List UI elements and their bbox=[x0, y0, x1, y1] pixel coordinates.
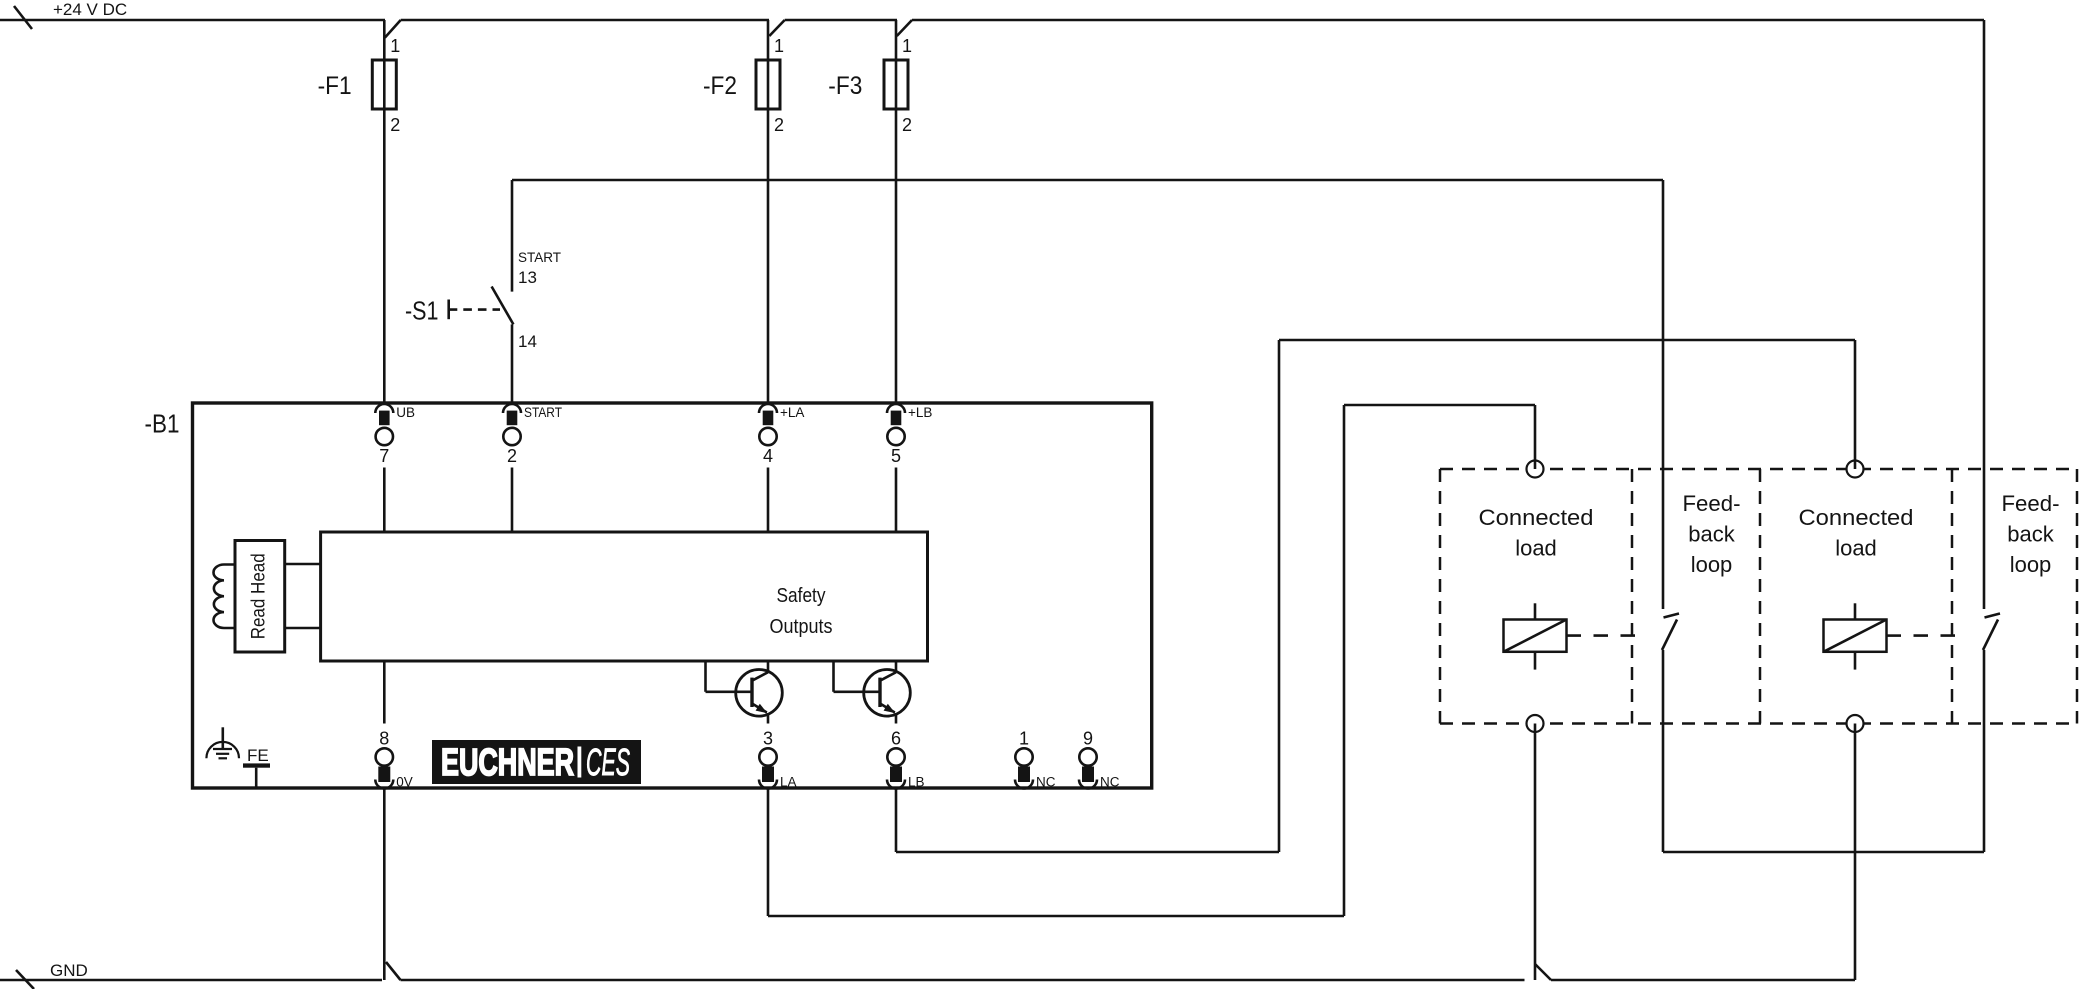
svg-text:8: 8 bbox=[379, 729, 389, 749]
svg-text:Feed-: Feed- bbox=[2002, 491, 2060, 516]
svg-text:GND: GND bbox=[50, 961, 88, 980]
svg-text:+LB: +LB bbox=[908, 405, 932, 420]
svg-text:START: START bbox=[524, 405, 562, 420]
svg-text:13: 13 bbox=[518, 268, 537, 287]
svg-text:7: 7 bbox=[379, 446, 389, 466]
svg-text:6: 6 bbox=[891, 729, 901, 749]
svg-text:1: 1 bbox=[774, 36, 784, 56]
svg-text:FE: FE bbox=[247, 746, 269, 765]
svg-text:1: 1 bbox=[1019, 729, 1029, 749]
svg-text:back: back bbox=[2007, 522, 2054, 547]
svg-text:-F1: -F1 bbox=[318, 72, 352, 100]
svg-text:1: 1 bbox=[390, 36, 400, 56]
svg-text:-F2: -F2 bbox=[703, 72, 737, 100]
svg-text:NC: NC bbox=[1100, 775, 1120, 790]
svg-text:+24 V DC: +24 V DC bbox=[53, 0, 127, 19]
svg-text:START: START bbox=[518, 250, 561, 265]
svg-text:UB: UB bbox=[396, 405, 415, 420]
svg-text:+LA: +LA bbox=[780, 405, 804, 420]
svg-text:Feed-: Feed- bbox=[1683, 491, 1741, 516]
svg-text:LB: LB bbox=[908, 775, 925, 790]
svg-text:Read Head: Read Head bbox=[249, 553, 270, 639]
svg-text:Safety: Safety bbox=[777, 584, 827, 607]
svg-text:9: 9 bbox=[1083, 729, 1093, 749]
svg-text:2: 2 bbox=[774, 115, 784, 135]
svg-text:14: 14 bbox=[518, 332, 537, 351]
svg-text:loop: loop bbox=[1691, 552, 1733, 577]
svg-text:Connected: Connected bbox=[1799, 505, 1914, 530]
svg-text:5: 5 bbox=[891, 446, 901, 466]
svg-text:1: 1 bbox=[902, 36, 912, 56]
svg-text:3: 3 bbox=[763, 729, 773, 749]
svg-text:LA: LA bbox=[780, 775, 797, 790]
svg-text:2: 2 bbox=[507, 446, 517, 466]
svg-text:CES: CES bbox=[586, 742, 630, 784]
svg-text:-S1: -S1 bbox=[405, 296, 439, 326]
svg-text:NC: NC bbox=[1036, 775, 1056, 790]
svg-text:Connected: Connected bbox=[1479, 505, 1594, 530]
svg-text:2: 2 bbox=[902, 115, 912, 135]
svg-text:load: load bbox=[1835, 536, 1877, 561]
svg-text:4: 4 bbox=[763, 446, 773, 466]
svg-text:back: back bbox=[1688, 522, 1735, 547]
svg-text:-F3: -F3 bbox=[828, 72, 862, 100]
svg-text:2: 2 bbox=[390, 115, 400, 135]
svg-text:0V: 0V bbox=[396, 775, 413, 790]
svg-text:load: load bbox=[1515, 536, 1557, 561]
svg-text:EUCHNER: EUCHNER bbox=[441, 742, 574, 784]
svg-text:Outputs: Outputs bbox=[770, 615, 833, 638]
svg-text:loop: loop bbox=[2010, 552, 2052, 577]
svg-text:-B1: -B1 bbox=[145, 409, 180, 439]
